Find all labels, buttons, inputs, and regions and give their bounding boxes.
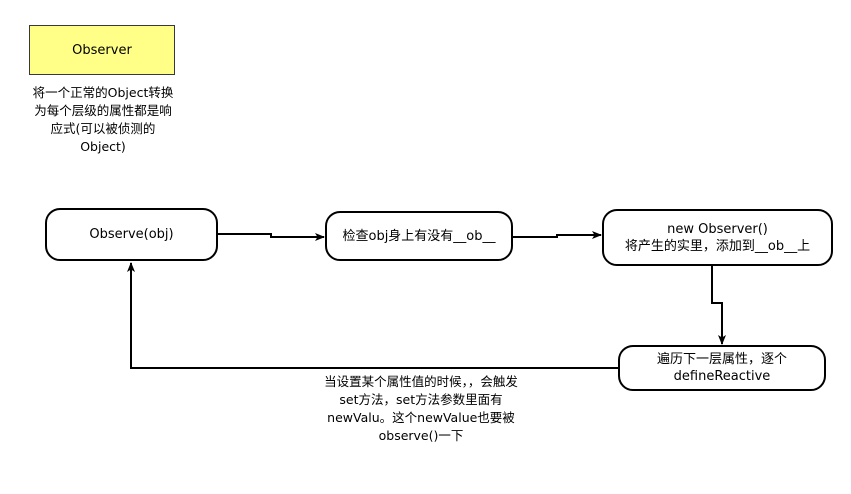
setter-note-line: set方法，set方法参数里面有: [339, 392, 503, 407]
node-new-observer: new Observer() 将产生的实里，添加到__ob__上: [602, 209, 833, 266]
node-new-observer-line2: 将产生的实里，添加到__ob__上: [624, 238, 811, 254]
node-traverse: 遍历下一层属性，逐个 defineReactive: [618, 345, 826, 391]
setter-note-line: 当设置某个属性值的时候，，会触发: [324, 374, 518, 389]
setter-note: 当设置某个属性值的时候，，会触发 set方法，set方法参数里面有 newVal…: [292, 373, 550, 445]
legend-description-line: 应式(可以被侦测的: [50, 121, 156, 136]
edge-observe-to-check: [218, 233, 325, 241]
edge-new-observer-to-traverse: [711, 266, 726, 345]
node-check-ob-label: 检查obj身上有没有__ob__: [342, 228, 496, 244]
node-observe: Observe(obj): [45, 208, 218, 261]
setter-note-line: observe()一下: [378, 428, 464, 443]
node-traverse-line1: 遍历下一层属性，逐个: [656, 352, 787, 367]
node-observe-label: Observe(obj): [89, 227, 174, 242]
legend-box: Observer: [29, 25, 175, 75]
legend-description: 将一个正常的Object转换 为每个层级的属性都是响 应式(可以被侦测的 Obj…: [20, 84, 186, 156]
legend-description-line: Object): [80, 139, 126, 154]
edge-traverse-to-observe: [127, 262, 618, 369]
node-traverse-line2: defineReactive: [673, 369, 771, 384]
legend-description-line: 将一个正常的Object转换: [32, 85, 174, 100]
legend-title: Observer: [72, 42, 132, 58]
node-check-ob: 检查obj身上有没有__ob__: [325, 211, 513, 261]
legend-description-line: 为每个层级的属性都是响: [34, 103, 172, 118]
node-new-observer-line1: new Observer(): [667, 221, 768, 237]
setter-note-line: newValu。这个newValue也要被: [327, 410, 515, 425]
edge-check-to-new-observer: [513, 231, 602, 239]
